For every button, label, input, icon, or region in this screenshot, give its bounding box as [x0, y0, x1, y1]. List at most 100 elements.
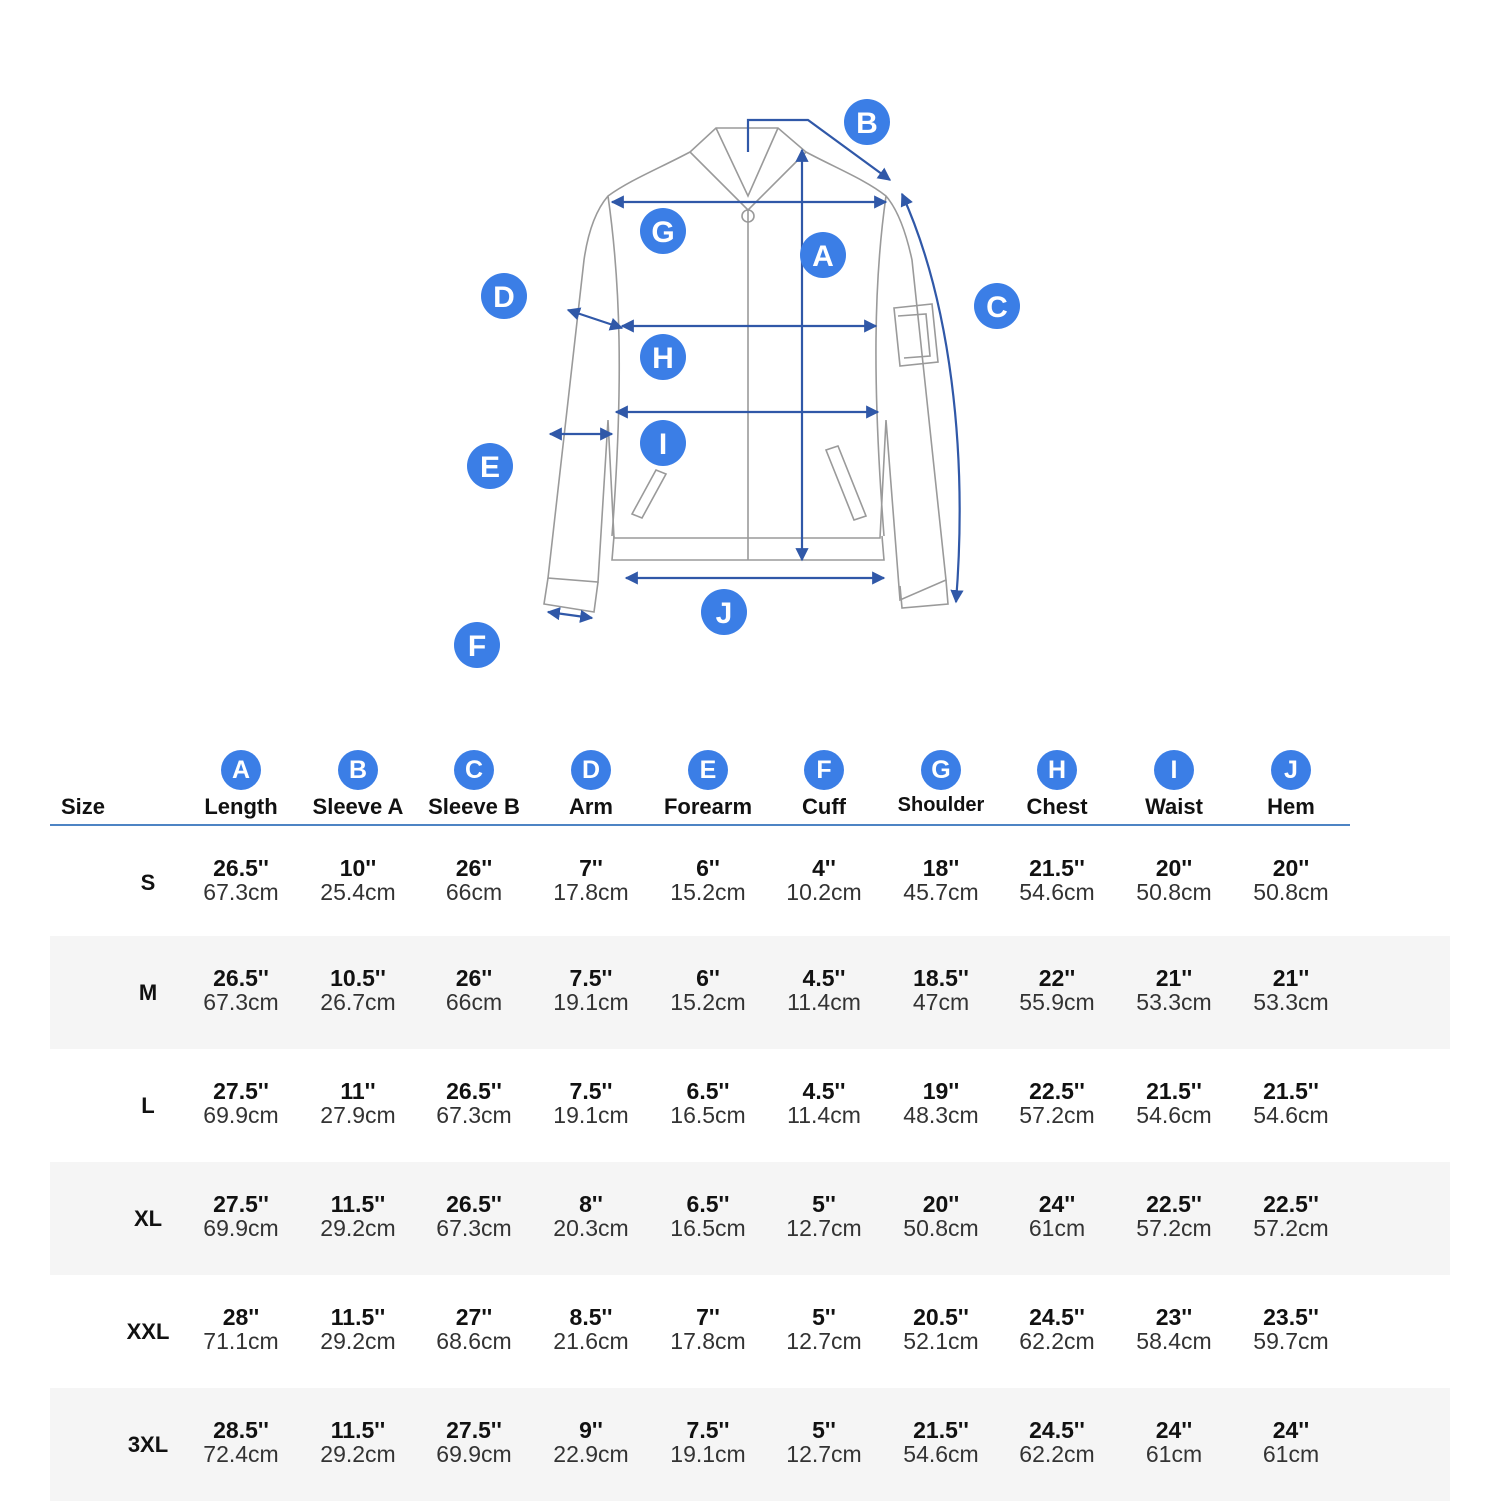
- column-badge-g: G: [921, 750, 961, 790]
- cm-value: 17.8cm: [553, 879, 629, 905]
- measurement-cell: 24''61cm: [997, 1192, 1117, 1240]
- marker-f: F: [454, 622, 500, 668]
- inch-value: 19'': [922, 1078, 960, 1104]
- cm-value: 57.2cm: [1136, 1215, 1212, 1241]
- measurement-cell: 4''10.2cm: [764, 856, 884, 904]
- cm-value: 58.4cm: [1136, 1328, 1212, 1354]
- cm-value: 66cm: [445, 879, 503, 905]
- column-header-length: Length: [204, 794, 278, 819]
- cm-value: 72.4cm: [203, 1441, 279, 1467]
- column-header-sleeve-a: Sleeve A: [312, 794, 404, 819]
- marker-i: I: [640, 420, 686, 466]
- column-header-chest: Chest: [1026, 794, 1088, 819]
- inch-value: 23'': [1155, 1304, 1193, 1330]
- jacket-outline: [543, 127, 949, 613]
- inch-value: 22'': [1038, 965, 1076, 991]
- measurement-cell: 6.5''16.5cm: [648, 1192, 768, 1240]
- inch-value: 11'': [340, 1078, 376, 1104]
- cm-value: 62.2cm: [1019, 1441, 1095, 1467]
- measurement-cell: 11.5''29.2cm: [298, 1305, 418, 1353]
- column-badge-b: B: [338, 750, 378, 790]
- cm-value: 25.4cm: [320, 879, 396, 905]
- inch-value: 21.5'': [913, 1417, 969, 1443]
- measure-lines: [546, 118, 964, 623]
- cm-value: 68.6cm: [436, 1328, 512, 1354]
- cm-value: 50.8cm: [1253, 879, 1329, 905]
- size-label: XL: [133, 1205, 163, 1231]
- inch-value: 24.5'': [1029, 1304, 1085, 1330]
- inch-value: 24'': [1272, 1417, 1310, 1443]
- cm-value: 16.5cm: [670, 1102, 746, 1128]
- inch-value: 28.5'': [213, 1417, 269, 1443]
- measurement-cell: 7.5''19.1cm: [531, 966, 651, 1014]
- column-header-forearm: Forearm: [663, 794, 753, 819]
- cm-value: 53.3cm: [1253, 989, 1329, 1015]
- measurement-cell: 21.5''54.6cm: [1231, 1079, 1351, 1127]
- header-divider: [50, 824, 1350, 826]
- cm-value: 61cm: [1262, 1441, 1320, 1467]
- size-label: M: [138, 979, 158, 1005]
- cm-value: 53.3cm: [1136, 989, 1212, 1015]
- cm-value: 12.7cm: [786, 1215, 862, 1241]
- cm-value: 27.9cm: [320, 1102, 396, 1128]
- svg-text:D: D: [493, 281, 515, 314]
- inch-value: 20'': [922, 1191, 960, 1217]
- size-column-header: Size: [61, 794, 106, 819]
- inch-value: 20'': [1155, 855, 1193, 881]
- inch-value: 26.5'': [446, 1191, 502, 1217]
- svg-text:J: J: [716, 597, 733, 630]
- inch-value: 5'': [812, 1191, 836, 1217]
- jacket-diagram: A B C D E F G H I J: [454, 99, 1020, 668]
- measurement-cell: 19''48.3cm: [881, 1079, 1001, 1127]
- diagram-markers: A B C D E F G H I J: [454, 99, 1020, 668]
- measurement-cell: 10''25.4cm: [298, 856, 418, 904]
- measurement-cell: 26.5''67.3cm: [414, 1079, 534, 1127]
- cm-value: 19.1cm: [553, 989, 629, 1015]
- inch-value: 22.5'': [1029, 1078, 1085, 1104]
- inch-value: 27.5'': [213, 1078, 269, 1104]
- column-badge-h: H: [1037, 750, 1077, 790]
- column-badge-a: A: [221, 750, 261, 790]
- cm-value: 29.2cm: [320, 1328, 396, 1354]
- measurement-cell: 24.5''62.2cm: [997, 1418, 1117, 1466]
- inch-value: 21.5'': [1146, 1078, 1202, 1104]
- measurement-cell: 20.5''52.1cm: [881, 1305, 1001, 1353]
- inch-value: 8'': [579, 1191, 603, 1217]
- inch-value: 4'': [812, 855, 836, 881]
- inch-value: 26.5'': [213, 855, 269, 881]
- measurement-cell: 20''50.8cm: [1114, 856, 1234, 904]
- measurement-cell: 27.5''69.9cm: [181, 1192, 301, 1240]
- measurement-cell: 11.5''29.2cm: [298, 1192, 418, 1240]
- measurement-cell: 4.5''11.4cm: [764, 1079, 884, 1127]
- measurement-cell: 22.5''57.2cm: [1114, 1192, 1234, 1240]
- measurement-cell: 22.5''57.2cm: [997, 1079, 1117, 1127]
- measurement-cell: 28''71.1cm: [181, 1305, 301, 1353]
- cm-value: 52.1cm: [903, 1328, 979, 1354]
- cm-value: 17.8cm: [670, 1328, 746, 1354]
- inch-value: 7'': [579, 855, 603, 881]
- measurement-cell: 24''61cm: [1114, 1418, 1234, 1466]
- inch-value: 24.5'': [1029, 1417, 1085, 1443]
- marker-e: E: [467, 443, 513, 489]
- inch-value: 24'': [1038, 1191, 1076, 1217]
- cm-value: 29.2cm: [320, 1215, 396, 1241]
- cm-value: 54.6cm: [1019, 879, 1095, 905]
- cm-value: 10.2cm: [786, 879, 862, 905]
- cm-value: 48.3cm: [903, 1102, 979, 1128]
- measurement-cell: 27.5''69.9cm: [181, 1079, 301, 1127]
- measurement-cell: 18.5''47cm: [881, 966, 1001, 1014]
- inch-value: 21'': [1272, 965, 1310, 991]
- size-label: L: [141, 1092, 155, 1118]
- size-label: 3XL: [127, 1431, 169, 1457]
- cm-value: 15.2cm: [670, 989, 746, 1015]
- cm-value: 54.6cm: [903, 1441, 979, 1467]
- cm-value: 67.3cm: [203, 989, 279, 1015]
- marker-j: J: [701, 589, 747, 635]
- cm-value: 21.6cm: [553, 1328, 629, 1354]
- inch-value: 6'': [696, 965, 720, 991]
- svg-text:E: E: [480, 451, 500, 484]
